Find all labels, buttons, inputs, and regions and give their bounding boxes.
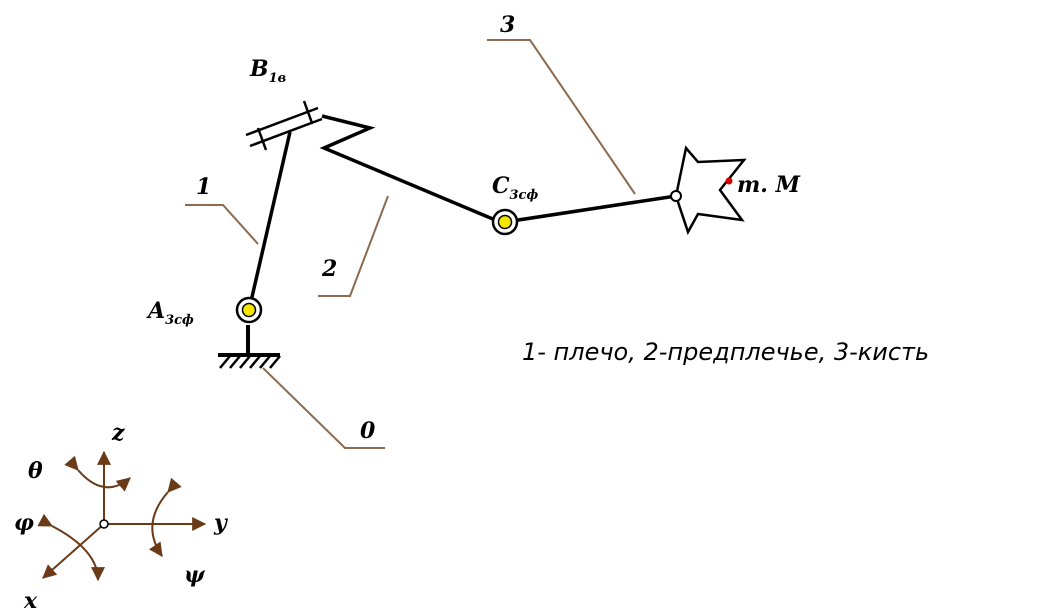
- link-3-hand: [504, 194, 677, 224]
- label-joint-a: A3сф: [146, 298, 194, 328]
- joint-c-spherical: [491, 208, 519, 236]
- label-link-1: 1: [196, 174, 211, 200]
- axis-label-x: x: [23, 588, 38, 614]
- label-joint-c: C3сф: [492, 173, 538, 203]
- coordinate-frame: [37, 450, 207, 582]
- rotation-phi-arrow: [37, 513, 105, 582]
- label-point-m: т. M: [737, 172, 801, 198]
- link-1-shoulder: [247, 131, 292, 311]
- leader-link-2: [318, 195, 389, 297]
- axis-label-y: y: [213, 510, 229, 536]
- axis-label-phi: φ: [14, 510, 34, 536]
- label-link-0: 0: [360, 418, 376, 444]
- gripper: [674, 145, 747, 236]
- axis-label-psi: ψ: [184, 562, 206, 588]
- rotation-psi-arrow: [148, 477, 182, 557]
- link-2-forearm: [319, 114, 501, 224]
- coordinate-origin: [99, 519, 109, 529]
- joint-a-spherical: [235, 296, 263, 324]
- label-link-2: 2: [321, 256, 337, 282]
- leader-link-3: [487, 39, 636, 195]
- label-link-3: 3: [500, 12, 515, 38]
- rotation-theta-arrow: [64, 455, 131, 492]
- wrist-point: [670, 190, 682, 202]
- axis-label-theta: θ: [28, 458, 43, 484]
- leader-link-1: [185, 204, 259, 245]
- leader-link-0: [262, 367, 385, 449]
- point-m-marker: [725, 177, 733, 185]
- axis-label-z: z: [111, 420, 125, 446]
- axis-x-arrow: [42, 523, 105, 579]
- legend-text: 1- плечо, 2-предплечье, 3-кисть: [522, 338, 929, 366]
- ground-base: [218, 325, 281, 369]
- joint-b-revolute: [245, 100, 323, 151]
- label-joint-b: B1в: [249, 56, 286, 86]
